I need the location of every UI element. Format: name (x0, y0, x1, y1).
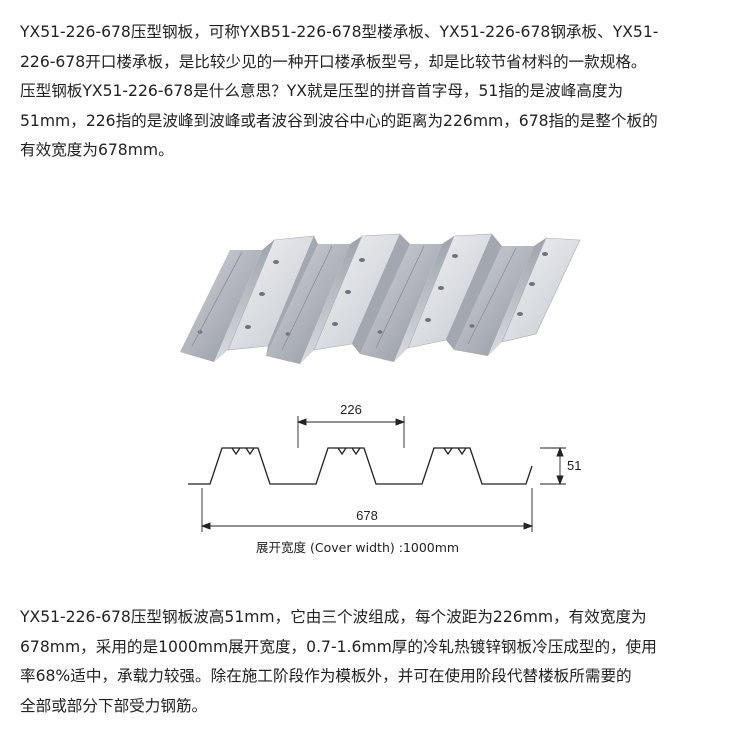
intro-line: 压型钢板YX51-226-678是什么意思？YX就是压型的拼音首字母，51指的是… (20, 82, 624, 100)
section-drawing: 226 51 678 展开宽度 (Cover width) :1000mm (188, 402, 581, 555)
cover-width-caption: 展开宽度 (Cover width) :1000mm (256, 540, 459, 555)
effective-width-label: 678 (356, 508, 378, 523)
intro-paragraph: YX51-226-678压型钢板，可称YXB51-226-678型楼承板、YX5… (20, 18, 726, 166)
intro-line: 有效宽度为678mm。 (20, 141, 174, 159)
height-dimension-label: 51 (567, 458, 581, 473)
summary-line: 全部或部分下部受力钢筋。 (20, 696, 208, 715)
steel-deck-photo (180, 233, 581, 364)
intro-line: YX51-226-678压型钢板，可称YXB51-226-678型楼承板、YX5… (20, 23, 659, 41)
summary-paragraph: YX51-226-678压型钢板波高51mm，它由三个波组成，每个波距为226m… (20, 603, 726, 721)
summary-line: 率68%适中，承载力较强。除在施工阶段作为模板外，并可在使用阶段代替楼板所需要的 (20, 667, 632, 685)
intro-line: 226-678开口楼承板，是比较少见的一种开口楼承板型号，却是比较节省材料的一款… (20, 52, 647, 71)
deck-profile-line (188, 447, 533, 485)
steel-deck-figure: 226 51 678 展开宽度 (Cover width) :1000mm (170, 222, 590, 582)
summary-line: 678mm，采用的是1000mm展开宽度，0.7-1.6mm厚的冷轧热镀锌钢板冷… (20, 637, 657, 656)
summary-line: YX51-226-678压型钢板波高51mm，它由三个波组成，每个波距为226m… (20, 608, 647, 626)
intro-line: 51mm，226指的是波峰到波峰或者波谷到波谷中心的距离为226mm，678指的… (20, 111, 658, 130)
pitch-dimension-label: 226 (340, 402, 362, 417)
